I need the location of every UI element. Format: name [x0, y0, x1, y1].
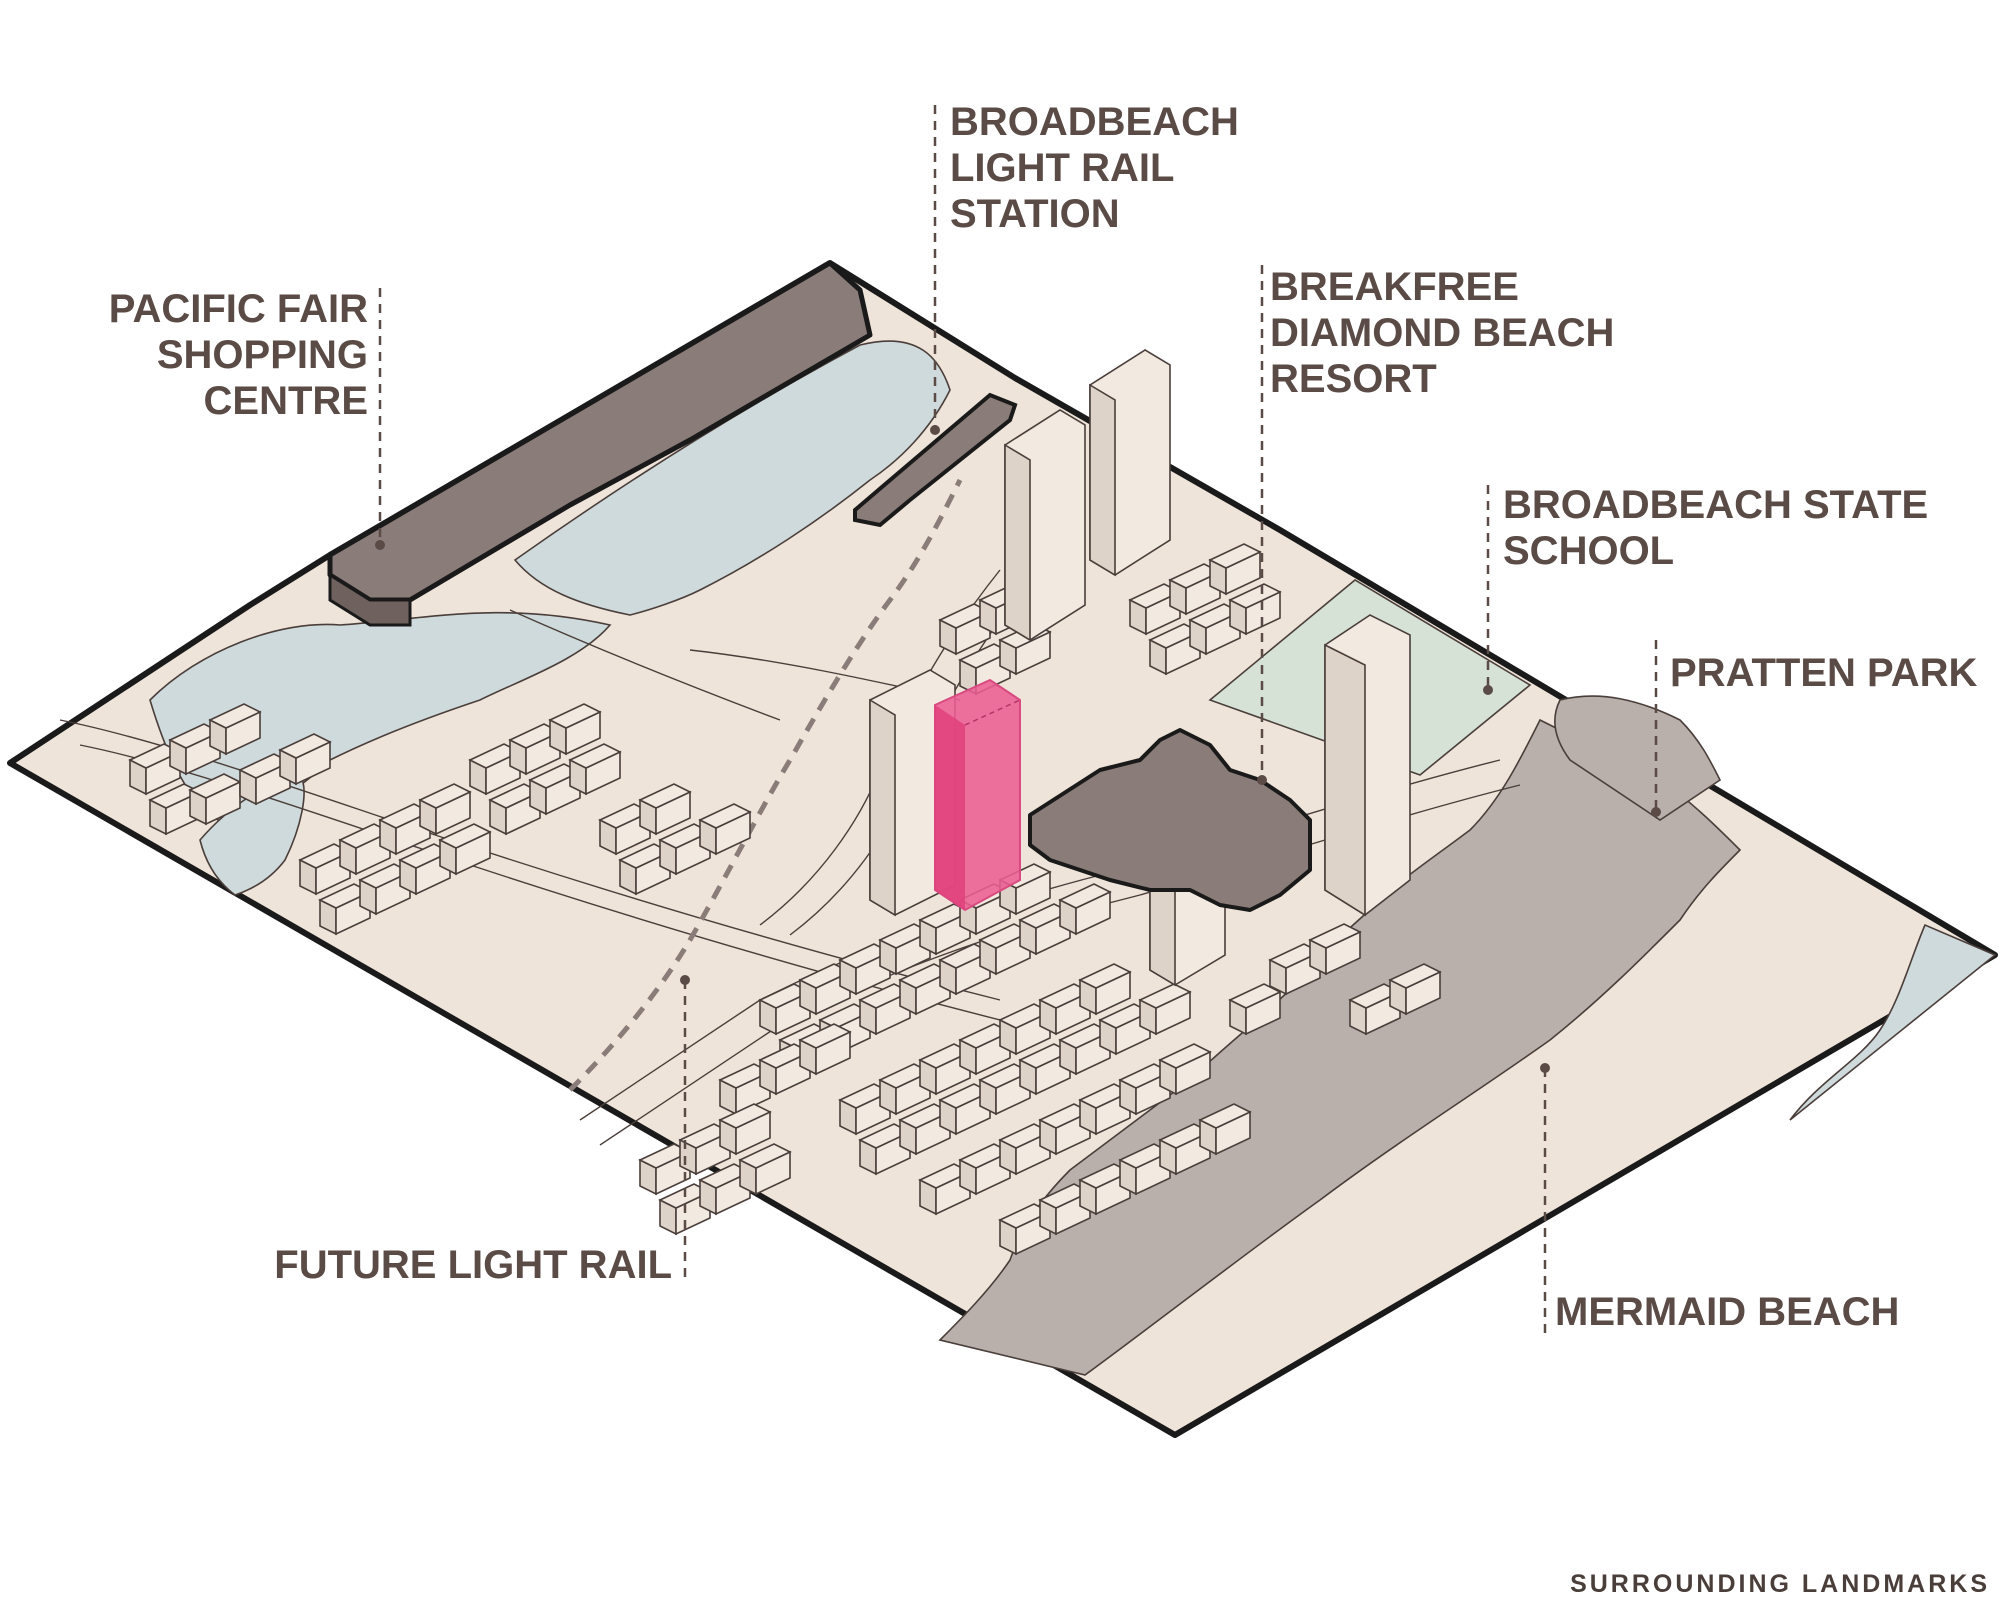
generic-building: [1208, 543, 1262, 596]
svg-text:PACIFIC FAIR: PACIFIC FAIR: [109, 287, 368, 331]
generic-building: [508, 723, 562, 776]
generic-building: [488, 783, 542, 836]
generic-building: [758, 1043, 812, 1096]
generic-building: [1188, 603, 1242, 656]
generic-building: [1228, 583, 1282, 636]
label-mermaid-beach: MERMAID BEACH: [1555, 1290, 1899, 1334]
label-breakfree: BREAKFREE DIAMOND BEACH RESORT: [1270, 265, 1614, 401]
generic-building: [568, 743, 622, 796]
svg-text:PRATTEN PARK: PRATTEN PARK: [1670, 651, 1978, 695]
generic-building: [168, 723, 222, 776]
svg-text:BROADBEACH: BROADBEACH: [950, 100, 1239, 144]
generic-building: [1228, 983, 1282, 1036]
label-future-light-rail: FUTURE LIGHT RAIL: [274, 1243, 672, 1287]
generic-building: [738, 1143, 792, 1196]
tower-center: [1004, 409, 1086, 642]
label-pacific-fair: PACIFIC FAIR SHOPPING CENTRE: [109, 287, 368, 423]
generic-building: [1388, 963, 1442, 1016]
pratten-park-beach-north: [1554, 695, 1722, 821]
pacific-fair-building: [327, 260, 873, 627]
label-leaders: [375, 105, 1661, 1340]
generic-building: [1038, 1183, 1092, 1236]
generic-building: [958, 1143, 1012, 1196]
generic-building: [1198, 1103, 1252, 1156]
highlighted-site-tower: [934, 678, 1021, 912]
generic-building: [1058, 883, 1112, 936]
generic-building: [1308, 923, 1362, 976]
svg-text:BROADBEACH STATE: BROADBEACH STATE: [1503, 483, 1928, 527]
tower-northeast: [1089, 349, 1171, 577]
svg-text:SHOPPING: SHOPPING: [157, 333, 368, 377]
generic-building: [998, 623, 1052, 676]
diagram-caption: SURROUNDING LANDMARKS: [1570, 1570, 1990, 1598]
generic-building: [798, 1023, 852, 1076]
svg-text:LIGHT RAIL: LIGHT RAIL: [950, 146, 1174, 190]
generic-building: [1158, 1043, 1212, 1096]
generic-building: [918, 1163, 972, 1216]
generic-building: [418, 783, 472, 836]
future-light-rail-route: [568, 478, 963, 1092]
svg-text:SCHOOL: SCHOOL: [1503, 529, 1674, 573]
generic-building: [698, 803, 752, 856]
generic-building: [208, 703, 262, 756]
tower-central-west: [869, 669, 956, 917]
generic-building: [438, 823, 492, 876]
breakfree-resort-building: [1028, 728, 1312, 912]
label-light-rail-station: BROADBEACH LIGHT RAIL STATION: [950, 100, 1239, 236]
label-pratten-park: PRATTEN PARK: [1670, 651, 1978, 695]
generic-building: [1138, 983, 1192, 1036]
ocean-water-east: [1789, 923, 1997, 1121]
generic-building: [278, 733, 332, 786]
generic-building: [898, 1103, 952, 1156]
generic-building-blocks: [128, 543, 1442, 1256]
generic-building: [718, 1103, 772, 1156]
generic-building: [1158, 1123, 1212, 1176]
svg-text:DIAMOND BEACH: DIAMOND BEACH: [1270, 311, 1614, 355]
svg-text:FUTURE LIGHT RAIL: FUTURE LIGHT RAIL: [274, 1243, 672, 1287]
svg-text:RESORT: RESORT: [1270, 357, 1437, 401]
generic-building: [1078, 963, 1132, 1016]
svg-text:BREAKFREE: BREAKFREE: [1270, 265, 1519, 309]
generic-building: [188, 773, 242, 826]
generic-building: [638, 783, 692, 836]
svg-text:STATION: STATION: [950, 192, 1120, 236]
svg-text:MERMAID BEACH: MERMAID BEACH: [1555, 1290, 1899, 1334]
generic-building: [548, 703, 602, 756]
label-state-school: BROADBEACH STATE SCHOOL: [1503, 483, 1928, 573]
svg-text:CENTRE: CENTRE: [204, 379, 368, 423]
tower-east: [1324, 614, 1411, 917]
generic-building: [878, 1063, 932, 1116]
light-rail-station-platform: [853, 392, 1018, 528]
generic-building: [938, 1083, 992, 1136]
